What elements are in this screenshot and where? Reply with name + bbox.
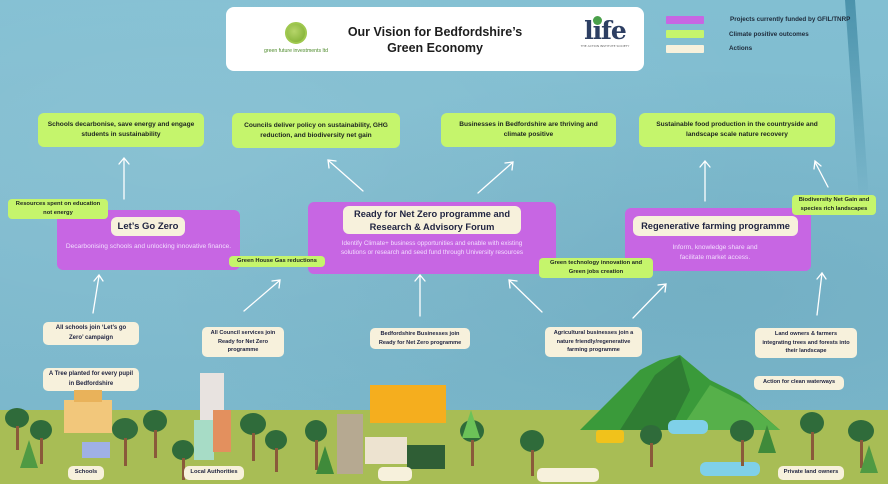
- arrow-to-green-tech: [508, 279, 543, 313]
- outcome-biodiversity: Biodiversity Net Gain and species rich l…: [792, 195, 876, 215]
- programme-description: Inform, knowledge share and facilitate m…: [672, 244, 758, 261]
- programme-description: Identify Climate+ business opportunities…: [340, 240, 523, 256]
- tower-building-green: [194, 420, 214, 460]
- pine-tree: [316, 446, 334, 474]
- globe-icon: [285, 22, 307, 44]
- programme-title-line-1: Ready for Net Zero programme and: [353, 209, 510, 219]
- tractor-illustration: [596, 430, 624, 443]
- arrow-up-ready-net-zero: [414, 273, 426, 317]
- legend-swatch-actions: [666, 45, 704, 53]
- arrow-to-regenerative-farming: [632, 283, 667, 319]
- outcome-schools: Schools decarbonise, save energy and eng…: [38, 113, 204, 147]
- stakeholder-businesses: [378, 467, 412, 481]
- stream-upper: [668, 420, 708, 434]
- stakeholder-farmers: [537, 468, 599, 482]
- arrow-up-farming-outcome: [699, 159, 711, 202]
- life-logo: life THE ACTION INSTITUTE SOCIETY: [580, 16, 630, 58]
- stakeholder-schools: Schools: [68, 466, 104, 480]
- programme-title-line-2: Research & Advisory Forum: [369, 222, 495, 232]
- office-building-cream: [365, 437, 407, 464]
- pine-tree: [20, 440, 38, 468]
- pine-tree: [758, 425, 776, 453]
- office-tower-beige: [337, 414, 363, 474]
- title-line-2: Green Economy: [387, 41, 483, 55]
- small-house: [82, 442, 110, 458]
- outcome-food-nature: Sustainable food production in the count…: [639, 113, 835, 147]
- outcome-businesses: Businesses in Bedfordshire are thriving …: [441, 113, 616, 147]
- tower-building-orange: [213, 410, 231, 452]
- school-roof: [74, 390, 102, 402]
- pine-tree: [860, 445, 878, 473]
- programme-lets-go-zero: Let’s Go Zero Decarbonising schools and …: [57, 210, 240, 270]
- outcome-councils: Councils deliver policy on sustainabilit…: [232, 113, 400, 148]
- stream-lower: [700, 462, 760, 476]
- outcome-resources-education: Resources spent on education not energy: [8, 199, 108, 219]
- stakeholder-local-authorities: Local Authorities: [184, 466, 244, 480]
- action-schools-join: All schools join ‘Let’s go Zero’ campaig…: [43, 322, 139, 345]
- gfil-logo-text: green future investments ltd: [263, 48, 328, 54]
- life-logo-tagline: THE ACTION INSTITUTE SOCIETY: [580, 44, 630, 48]
- legend-swatch-outcomes: [666, 30, 704, 38]
- legend-swatch-projects: [666, 16, 704, 24]
- arrow-to-ghg-reductions: [243, 279, 281, 312]
- globe-icon: [593, 16, 602, 25]
- office-building-yellow: [370, 385, 446, 423]
- arrow-to-councils-outcome: [327, 159, 364, 192]
- arrow-to-food-outcome: [813, 159, 829, 188]
- page-title: Our Vision for Bedfordshire’s Green Econ…: [330, 24, 540, 56]
- arrow-up-biodiversity: [816, 271, 827, 316]
- programme-title: Ready for Net Zero programme and Researc…: [343, 206, 521, 234]
- title-line-1: Our Vision for Bedfordshire’s: [347, 25, 523, 39]
- action-clean-waterways: Action for clean waterways: [754, 376, 844, 390]
- programme-description: Decarbonising schools and unlocking inno…: [65, 243, 232, 250]
- action-tree-planted: A Tree planted for every pupil in Bedfor…: [43, 368, 139, 391]
- factory-building: [407, 445, 445, 469]
- stakeholder-private-land-owners: Private land owners: [778, 466, 844, 480]
- mountain-illustration: [580, 355, 780, 430]
- programme-regenerative-farming: Regenerative farming programme Inform, k…: [625, 208, 811, 271]
- action-councils-join: All Council services join Ready for Net …: [202, 327, 284, 357]
- arrow-up-lets-go-zero: [92, 273, 104, 314]
- school-building: [64, 400, 112, 433]
- legend-label-projects: Projects currently funded by GFIL/TNRP: [730, 16, 851, 23]
- life-logo-word: life: [584, 16, 627, 45]
- arrow-to-businesses-outcome: [477, 161, 514, 194]
- programme-title: Regenerative farming programme: [633, 216, 798, 236]
- legend-label-outcomes: Climate positive outcomes: [729, 31, 809, 38]
- outcome-ghg-reductions: Green House Gas reductions: [229, 256, 325, 267]
- gfil-logo: green future investments ltd: [256, 22, 336, 62]
- action-businesses-join: Bedfordshire Businesses join Ready for N…: [370, 328, 470, 349]
- pine-tree: [462, 410, 480, 438]
- programme-title: Let’s Go Zero: [111, 217, 185, 236]
- programme-ready-for-net-zero: Ready for Net Zero programme and Researc…: [308, 202, 556, 274]
- arrow-up-schools-outcome: [118, 156, 130, 200]
- legend-label-actions: Actions: [729, 45, 753, 52]
- outcome-green-tech-jobs: Green technology innovation and Green jo…: [539, 258, 653, 278]
- action-landowners-trees: Land owners & farmers integrating trees …: [755, 328, 857, 358]
- action-agri-join: Agricultural businesses join a nature fr…: [545, 327, 642, 357]
